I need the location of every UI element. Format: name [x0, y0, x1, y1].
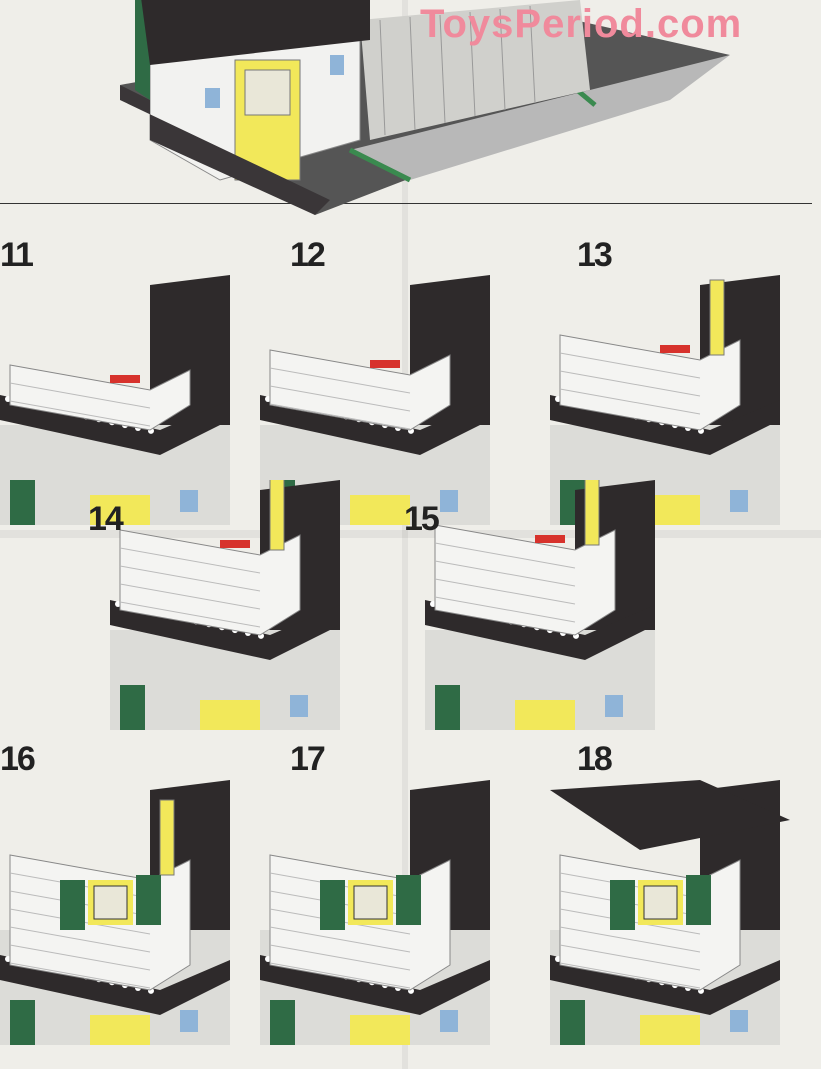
- step-number: 18: [577, 740, 613, 778]
- paper-fold: [0, 530, 821, 538]
- step-illustration: [550, 275, 790, 525]
- step-number: 12: [290, 236, 326, 274]
- lego-building-drawing: [260, 780, 490, 1045]
- step-number: 15: [404, 500, 440, 538]
- lego-building-drawing: [425, 480, 655, 730]
- step-number: 13: [577, 236, 613, 274]
- step-illustration: [0, 275, 240, 525]
- watermark-logo: ToysPeriod.com: [420, 2, 743, 46]
- step-illustration: [110, 480, 350, 730]
- step-number: 17: [290, 740, 326, 778]
- completed-building-illustration: [110, 0, 740, 215]
- paper-fold: [402, 0, 408, 1069]
- section-divider: [0, 203, 812, 204]
- step-illustration: [0, 780, 240, 1045]
- step-number: 11: [0, 236, 34, 274]
- step-illustration: [260, 780, 500, 1045]
- lego-building-drawing: [0, 275, 230, 525]
- lego-building-drawing: [0, 780, 230, 1045]
- lego-building-drawing: [110, 480, 340, 730]
- lego-building-drawing: [550, 275, 780, 525]
- lego-building-drawing: [550, 780, 790, 1045]
- step-number: 16: [0, 740, 36, 778]
- step-illustration: [425, 480, 665, 730]
- step-illustration: [550, 780, 790, 1045]
- step-number: 14: [88, 500, 124, 538]
